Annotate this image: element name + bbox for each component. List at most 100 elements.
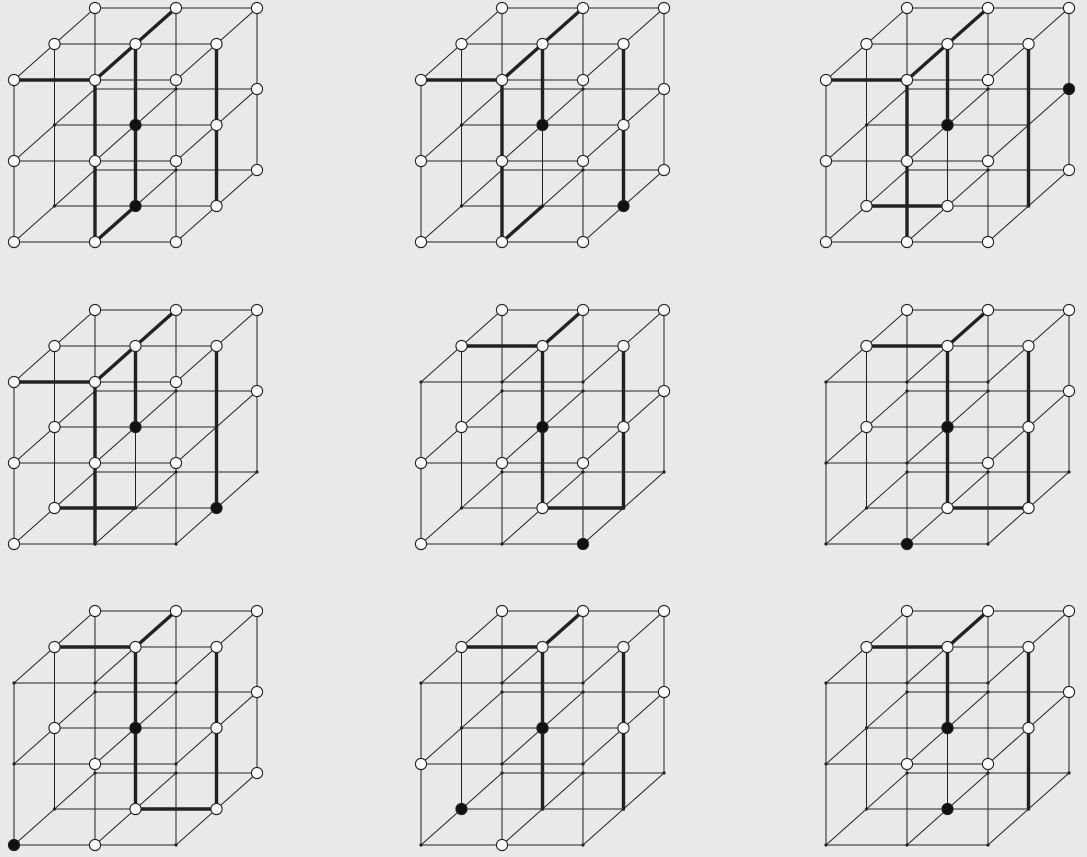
lattice-vertex: [93, 681, 96, 684]
open-node: [577, 605, 588, 616]
lattice-edge: [624, 773, 665, 809]
lattice-vertex: [986, 389, 989, 392]
lattice-vertex: [500, 389, 503, 392]
lattice-svg: [0, 302, 290, 552]
lattice-edge: [988, 647, 1029, 683]
open-node: [820, 74, 831, 85]
lattice-panel-1: [0, 0, 290, 254]
lattice-vertex: [905, 771, 908, 774]
open-node: [89, 376, 100, 387]
lattice-edge: [176, 809, 217, 845]
lattice-panel-7: [0, 603, 290, 857]
lattice-edge: [55, 773, 96, 809]
lattice-vertex: [581, 470, 584, 473]
lattice-vertex: [419, 843, 422, 846]
lattice-vertex: [986, 771, 989, 774]
open-node: [49, 722, 60, 733]
lattice-vertex: [581, 771, 584, 774]
open-node: [130, 38, 141, 49]
lattice-edge: [55, 692, 96, 728]
open-node: [618, 340, 629, 351]
open-node: [861, 421, 872, 432]
lattice-vertex: [581, 380, 584, 383]
lattice-svg: [812, 603, 1087, 853]
lattice-edge: [462, 692, 503, 728]
open-node: [89, 74, 100, 85]
lattice-edge: [543, 472, 584, 508]
lattice-vertex: [500, 380, 503, 383]
lattice-edge: [826, 346, 867, 382]
lattice-edge: [948, 773, 989, 809]
lattice-edge: [136, 391, 177, 427]
bold-edge: [543, 611, 584, 647]
open-node: [49, 421, 60, 432]
lattice-edge: [217, 472, 258, 508]
open-node: [89, 605, 100, 616]
open-node: [251, 83, 262, 94]
open-node: [170, 376, 181, 387]
lattice-edge: [421, 647, 462, 683]
lattice-vertex: [460, 506, 463, 509]
lattice-edge: [867, 773, 908, 809]
lattice-edge: [624, 692, 665, 728]
filled-node: [130, 119, 141, 130]
open-node: [8, 236, 19, 247]
lattice-svg: [407, 603, 697, 853]
open-node: [861, 200, 872, 211]
lattice-edge: [624, 170, 665, 206]
lattice-vertex: [174, 843, 177, 846]
lattice-vertex: [460, 726, 463, 729]
lattice-edge: [502, 125, 543, 161]
lattice-edge: [217, 89, 258, 125]
lattice-edge: [55, 310, 96, 346]
lattice-panel-9: [812, 603, 1087, 857]
open-node: [1023, 38, 1034, 49]
open-node: [658, 83, 669, 94]
lattice-vertex: [419, 380, 422, 383]
lattice-edge: [907, 206, 948, 242]
open-node: [901, 758, 912, 769]
open-node: [820, 155, 831, 166]
lattice-edge: [1029, 89, 1070, 125]
open-node: [8, 457, 19, 468]
filled-node: [8, 839, 19, 850]
filled-node: [537, 421, 548, 432]
lattice-edge: [1029, 8, 1070, 44]
lattice-edge: [462, 8, 503, 44]
open-node: [89, 236, 100, 247]
open-node: [496, 839, 507, 850]
lattice-svg: [407, 302, 697, 552]
lattice-edge: [1029, 611, 1070, 647]
open-node: [658, 605, 669, 616]
open-node: [496, 304, 507, 315]
lattice-vertex: [53, 204, 56, 207]
open-node: [942, 641, 953, 652]
lattice-edge: [1029, 391, 1070, 427]
filled-nodes: [901, 421, 953, 549]
open-node: [170, 74, 181, 85]
lattice-edge: [421, 346, 462, 382]
lattice-vertex: [865, 506, 868, 509]
lattice-vertex: [581, 87, 584, 90]
open-node: [982, 236, 993, 247]
bold-path: [55, 611, 217, 809]
filled-nodes: [537, 421, 589, 549]
lattice-svg: [0, 0, 290, 250]
open-node: [1063, 385, 1074, 396]
open-node: [820, 236, 831, 247]
lattice-edge: [867, 89, 908, 125]
lattice-vertex: [824, 542, 827, 545]
filled-node: [130, 722, 141, 733]
open-node: [211, 200, 222, 211]
lattice-edge: [624, 89, 665, 125]
lattice-edge: [543, 170, 584, 206]
lattice-edge: [14, 206, 55, 242]
open-node: [8, 155, 19, 166]
lattice-vertex: [905, 389, 908, 392]
bold-edge: [948, 310, 989, 346]
lattice-edge: [95, 125, 136, 161]
lattice-edge: [14, 647, 55, 683]
lattice-vertex: [986, 542, 989, 545]
lattice-edge: [462, 170, 503, 206]
filled-node: [211, 502, 222, 513]
